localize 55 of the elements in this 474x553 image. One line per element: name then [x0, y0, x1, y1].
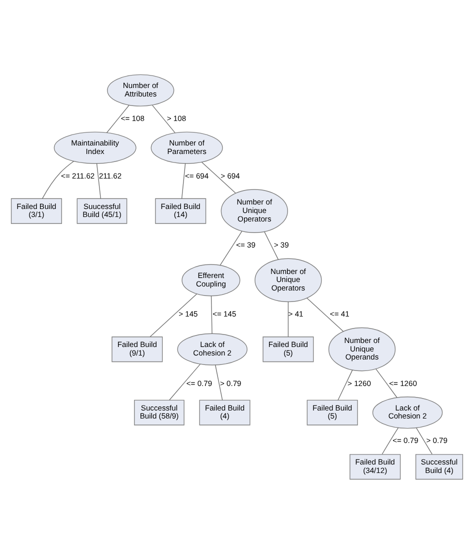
- node-box: Failed Build (3/1): [10, 198, 62, 224]
- node-ellipse: Number of Parameters: [150, 131, 223, 164]
- edge-label: > 145: [178, 309, 198, 318]
- connector: [382, 426, 399, 454]
- node-ellipse: Number of Unique Operators: [254, 258, 322, 302]
- connector: [150, 293, 198, 337]
- connector: [376, 368, 398, 398]
- edge-label: <= 39: [236, 240, 256, 250]
- edge-label: > 41: [288, 309, 304, 318]
- connector: [201, 161, 236, 193]
- connector: [215, 364, 223, 400]
- edge-label: > 694: [220, 170, 240, 180]
- connector: [306, 297, 344, 332]
- edge-label: > 1260: [348, 378, 371, 388]
- node-ellipse: Lack of Cohesion 2: [372, 396, 443, 428]
- edge-label: <= 145: [212, 309, 236, 318]
- edge-label: <= 0.79: [392, 436, 418, 445]
- edge-label: > 0.79: [426, 436, 448, 445]
- edge-label: <= 0.79: [186, 378, 212, 388]
- node-ellipse: Lack of Cohesion 2: [177, 332, 248, 365]
- node-ellipse: Maintainability Index: [54, 131, 136, 164]
- connector: [338, 369, 353, 400]
- node-box: Failed Build (14): [155, 198, 206, 224]
- edge-label: > 0.79: [220, 378, 242, 388]
- node-box: Successful Build (58/9): [134, 399, 184, 425]
- connector: [220, 230, 242, 266]
- node-ellipse: Number of Attributes: [107, 74, 174, 106]
- node-ellipse: Efferent Coupling: [182, 264, 240, 296]
- edge-label: <= 108: [120, 114, 144, 123]
- edge-label: 211.62: [98, 170, 122, 180]
- edge-label: > 108: [166, 114, 186, 123]
- connector: [264, 230, 279, 260]
- node-box: Successful Build (4): [415, 454, 464, 480]
- connector: [288, 300, 289, 337]
- connector: [416, 426, 432, 454]
- connector: [152, 104, 176, 133]
- edge-label: > 39: [274, 240, 289, 250]
- edge-label: <= 41: [330, 309, 350, 318]
- node-ellipse: Number of Unique Operands: [328, 326, 396, 371]
- node-box: Failed Build (5): [306, 399, 358, 425]
- connector: [106, 104, 130, 133]
- node-box: Failed Build (9/1): [112, 336, 163, 362]
- connector: [96, 162, 102, 198]
- edge-label: <= 694: [185, 170, 209, 180]
- node-box: Failed Build (34/12): [350, 454, 401, 480]
- connector: [210, 295, 212, 334]
- node-box: Failed Build (4): [199, 399, 250, 425]
- node-ellipse: Number of Unique Operators: [220, 188, 288, 232]
- edge-label: <= 211.62: [61, 170, 95, 180]
- connector: [181, 162, 186, 198]
- edge-label: <= 1260: [389, 378, 417, 388]
- node-box: Suucessful Build (45/1): [76, 198, 128, 224]
- connector: [42, 160, 74, 198]
- connector: [169, 363, 201, 400]
- node-box: Failed Build (5): [262, 336, 314, 362]
